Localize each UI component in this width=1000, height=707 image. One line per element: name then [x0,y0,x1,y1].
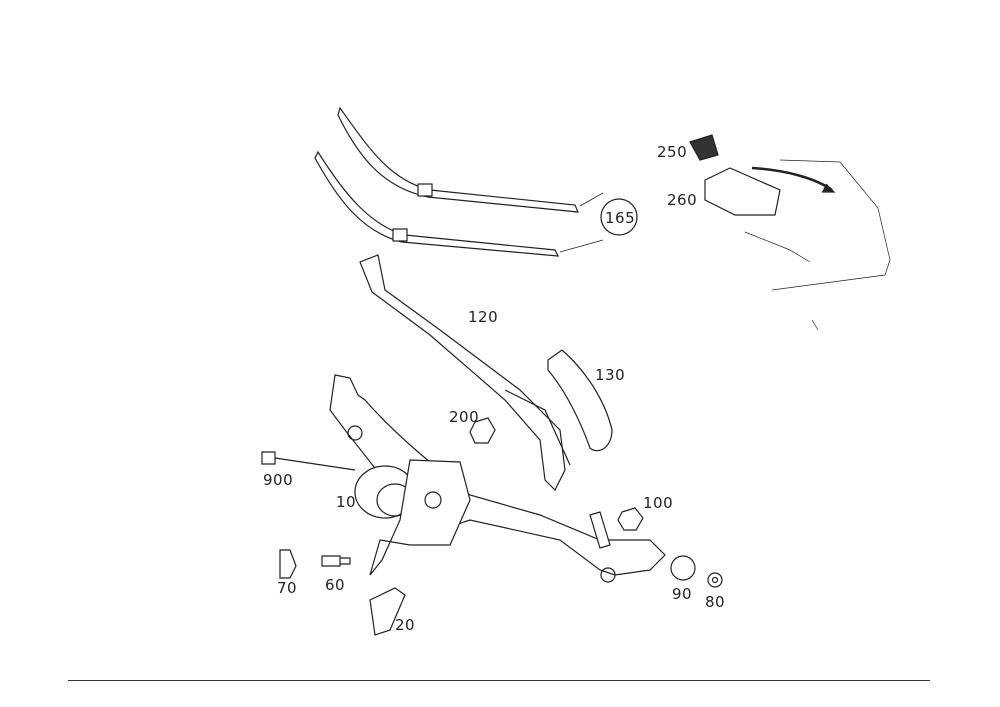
callout-10: 10 [336,493,357,511]
callout-130: 130 [595,366,626,384]
callout-165: 165 [605,209,636,227]
callout-60: 60 [325,576,346,594]
callout-200: 200 [449,408,480,426]
callout-70: 70 [277,579,298,597]
callout-100: 100 [643,494,674,512]
bracket-drawing [369,587,406,636]
grommet-drawing [279,549,297,579]
bushing-drawing [670,555,696,581]
nut-200-drawing [469,417,496,444]
rain-sensor-drawing [689,134,891,331]
wiper-arm-drawing [359,254,571,492]
callout-90: 90 [672,585,693,603]
wiper-linkage-drawing [329,374,666,583]
connector-drawing [261,451,356,471]
bolt-drawing [321,555,351,567]
arm-cover-drawing [547,349,613,452]
callout-900: 900 [263,471,294,489]
nut-100-drawing [617,507,644,531]
washer-drawing [707,572,723,588]
callout-20: 20 [395,616,416,634]
callout-80: 80 [705,593,726,611]
callout-260: 260 [667,191,698,209]
footer-divider [68,680,930,681]
wiper-blades-drawing [314,106,638,257]
callout-120: 120 [468,308,499,326]
callout-250: 250 [657,143,688,161]
